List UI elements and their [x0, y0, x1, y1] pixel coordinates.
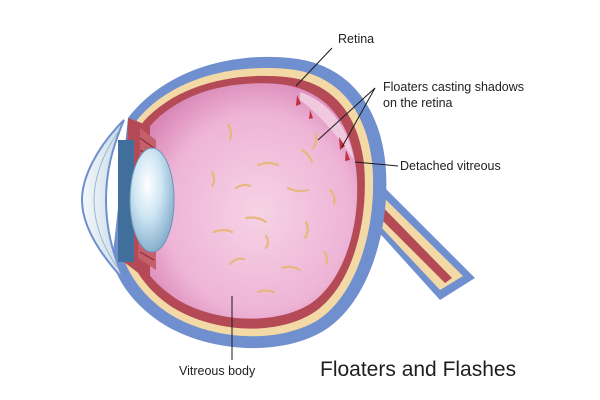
lens	[130, 148, 174, 252]
vitreous-body-label: Vitreous body	[179, 364, 256, 378]
detached-vitreous-label: Detached vitreous	[400, 159, 501, 173]
floaters-label-line1: Floaters casting shadows	[383, 80, 524, 94]
floaters-label-line2: on the retina	[383, 96, 453, 110]
retina-label: Retina	[338, 32, 374, 46]
diagram-title: Floaters and Flashes	[320, 358, 516, 381]
